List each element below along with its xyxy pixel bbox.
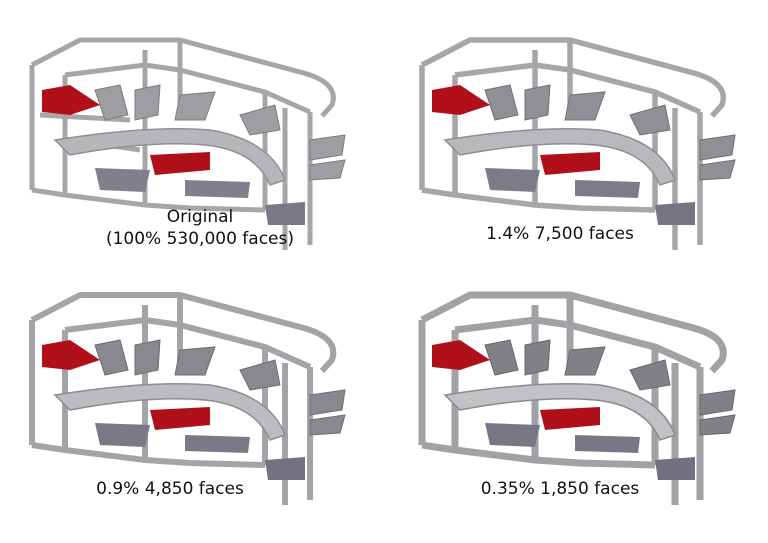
caption-title: Original <box>166 207 234 227</box>
caption-title: 0.9% 4,850 faces <box>96 479 244 499</box>
caption: 1.4% 7,500 faces <box>440 223 680 245</box>
conveyor-model-render <box>418 291 736 505</box>
caption: 0.35% 1,850 faces <box>440 478 680 500</box>
panel-lod-1: 1.4% 7,500 faces <box>400 20 768 288</box>
caption-subtitle: (100% 530,000 faces) <box>105 229 295 249</box>
caption-title: 1.4% 7,500 faces <box>486 224 634 244</box>
caption: Original (100% 530,000 faces) <box>10 206 390 250</box>
conveyor-model-render <box>29 292 346 505</box>
caption-title: 0.35% 1,850 faces <box>480 479 640 499</box>
panel-original: Original (100% 530,000 faces) <box>10 20 394 288</box>
caption: 0.9% 4,850 faces <box>50 478 290 500</box>
conveyor-model-render <box>419 37 736 250</box>
conveyor-model-render <box>29 37 346 250</box>
panel-lod-2: 0.9% 4,850 faces <box>10 275 394 543</box>
panel-lod-3: 0.35% 1,850 faces <box>400 275 768 543</box>
